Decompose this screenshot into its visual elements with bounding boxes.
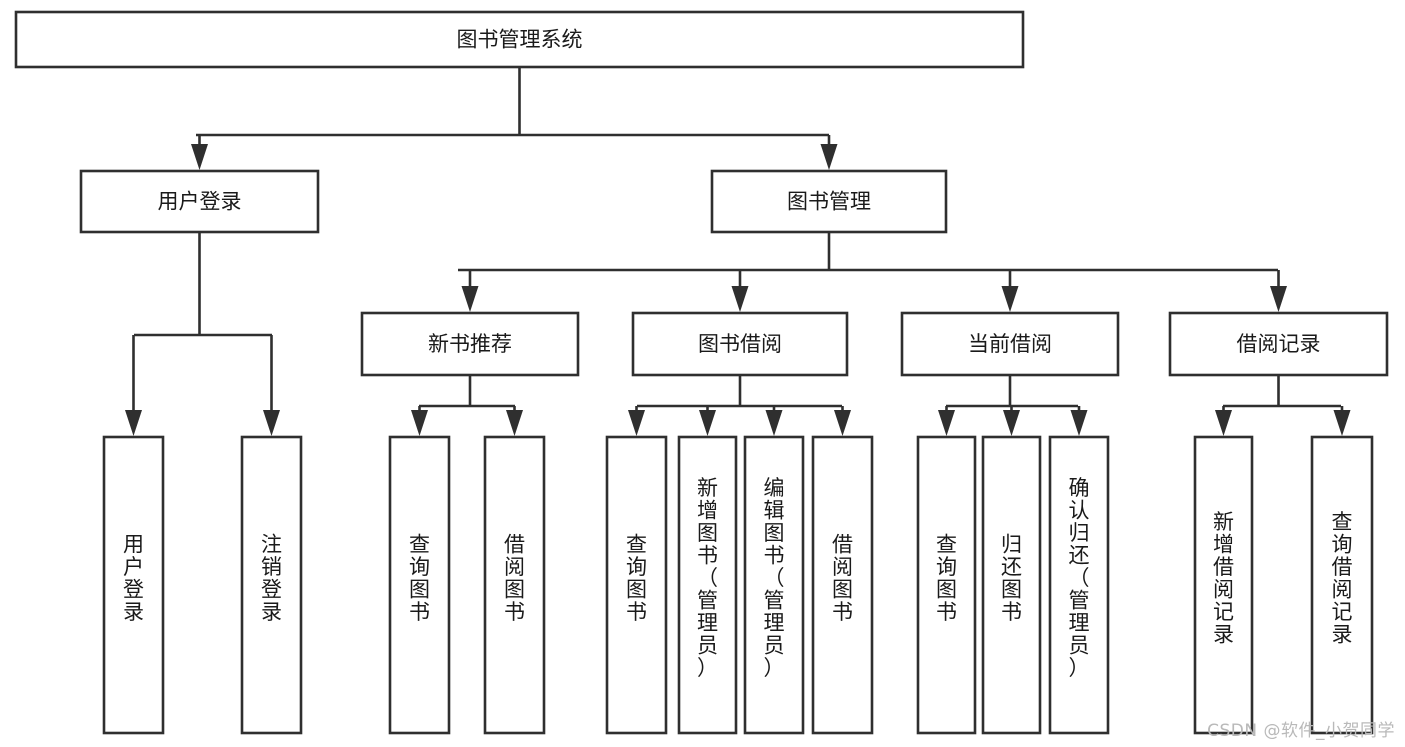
node-box-user-login[interactable] (79, 169, 320, 234)
node-box-leaf-borrow-book-1[interactable] (483, 435, 546, 735)
node-label-root: 图书管理系统 (457, 28, 583, 52)
node-leaf-add-record[interactable]: 新增借阅记录 (1193, 435, 1254, 735)
node-leaf-add-book[interactable]: 新增图书（管理员） (677, 435, 738, 735)
node-box-root[interactable] (14, 10, 1025, 69)
arrow-head-leaf-edit-book (765, 410, 783, 436)
node-box-current-borrow[interactable] (900, 311, 1120, 377)
node-label-leaf-add-book: 新增图书（管理员） (697, 476, 718, 680)
node-new-book-rec[interactable]: 新书推荐 (360, 311, 580, 377)
arrow-head-leaf-return-book (1003, 410, 1020, 436)
node-label-current-borrow: 当前借阅 (968, 332, 1052, 356)
arrow-head-leaf-logout (263, 410, 280, 436)
node-box-leaf-user-login[interactable] (102, 435, 165, 735)
node-label-user-login: 用户登录 (158, 190, 242, 214)
node-label-leaf-user-login: 用户登录 (123, 532, 144, 624)
node-label-leaf-borrow-book-1: 借阅图书 (504, 532, 525, 624)
arrow-head-borrow-record (1270, 286, 1287, 312)
node-box-leaf-add-record[interactable] (1193, 435, 1254, 735)
node-leaf-logout[interactable]: 注销登录 (240, 435, 303, 735)
node-book-mgmt[interactable]: 图书管理 (710, 169, 948, 234)
arrow-head-leaf-query-record (1333, 410, 1351, 436)
node-box-new-book-rec[interactable] (360, 311, 580, 377)
node-box-leaf-query-record[interactable] (1310, 435, 1374, 735)
node-leaf-edit-book[interactable]: 编辑图书（管理员） (743, 435, 805, 735)
node-leaf-return-book[interactable]: 归还图书 (981, 435, 1042, 735)
node-box-book-mgmt[interactable] (710, 169, 948, 234)
node-box-leaf-query-book-1[interactable] (388, 435, 451, 735)
arrow-head-book-mgmt (820, 144, 838, 170)
node-leaf-query-book-3[interactable]: 查询图书 (916, 435, 977, 735)
node-label-leaf-confirm-return: 确认归还（管理员） (1069, 476, 1090, 680)
node-label-leaf-query-book-2: 查询图书 (626, 532, 647, 624)
node-label-leaf-add-record: 新增借阅记录 (1213, 510, 1234, 647)
node-box-borrow-record[interactable] (1168, 311, 1389, 377)
node-leaf-query-book-1[interactable]: 查询图书 (388, 435, 451, 735)
arrow-head-leaf-query-book-2 (628, 410, 645, 436)
arrow-head-user-login (191, 144, 208, 170)
node-label-leaf-borrow-book-2: 借阅图书 (832, 532, 853, 624)
node-box-leaf-logout[interactable] (240, 435, 303, 735)
node-box-leaf-query-book-2[interactable] (605, 435, 668, 735)
node-box-leaf-query-book-3[interactable] (916, 435, 977, 735)
connector-layer (125, 67, 1351, 436)
node-leaf-query-book-2[interactable]: 查询图书 (605, 435, 668, 735)
arrow-head-leaf-borrow-book-1 (506, 410, 523, 436)
arrow-head-leaf-query-book-3 (938, 410, 955, 436)
node-layer: 图书管理系统用户登录图书管理新书推荐图书借阅当前借阅借阅记录用户登录注销登录查询… (14, 10, 1389, 735)
node-leaf-borrow-book-1[interactable]: 借阅图书 (483, 435, 546, 735)
arrow-head-current-borrow (1001, 286, 1019, 312)
node-root[interactable]: 图书管理系统 (14, 10, 1025, 69)
node-label-leaf-query-book-3: 查询图书 (936, 532, 957, 624)
node-leaf-query-record[interactable]: 查询借阅记录 (1310, 435, 1374, 735)
arrow-head-leaf-borrow-book-2 (834, 410, 851, 436)
node-label-leaf-logout: 注销登录 (261, 532, 282, 624)
arrow-head-book-borrow (731, 286, 749, 312)
node-label-borrow-record: 借阅记录 (1237, 332, 1321, 356)
node-label-leaf-query-book-1: 查询图书 (409, 532, 430, 624)
node-borrow-record[interactable]: 借阅记录 (1168, 311, 1389, 377)
node-label-leaf-edit-book: 编辑图书（管理员） (764, 476, 785, 680)
node-leaf-user-login[interactable]: 用户登录 (102, 435, 165, 735)
arrow-head-new-book-rec (461, 286, 479, 312)
arrow-head-leaf-query-book-1 (411, 410, 428, 436)
node-label-book-mgmt: 图书管理 (787, 190, 871, 214)
node-box-leaf-confirm-return[interactable] (1048, 435, 1110, 735)
node-label-book-borrow: 图书借阅 (698, 332, 782, 356)
node-label-new-book-rec: 新书推荐 (428, 332, 512, 356)
arrow-head-leaf-user-login (125, 410, 142, 436)
node-book-borrow[interactable]: 图书借阅 (631, 311, 849, 377)
node-label-leaf-return-book: 归还图书 (1001, 532, 1022, 624)
arrow-head-leaf-confirm-return (1070, 410, 1088, 436)
node-box-leaf-return-book[interactable] (981, 435, 1042, 735)
node-box-book-borrow[interactable] (631, 311, 849, 377)
node-current-borrow[interactable]: 当前借阅 (900, 311, 1120, 377)
arrow-head-leaf-add-record (1215, 410, 1232, 436)
node-leaf-borrow-book-2[interactable]: 借阅图书 (811, 435, 874, 735)
node-box-leaf-edit-book[interactable] (743, 435, 805, 735)
node-leaf-confirm-return[interactable]: 确认归还（管理员） (1048, 435, 1110, 735)
node-label-leaf-query-record: 查询借阅记录 (1332, 510, 1353, 647)
node-box-leaf-add-book[interactable] (677, 435, 738, 735)
node-box-leaf-borrow-book-2[interactable] (811, 435, 874, 735)
node-user-login[interactable]: 用户登录 (79, 169, 320, 234)
arrow-head-leaf-add-book (699, 410, 716, 436)
csdn-watermark: CSDN @软件_小贺同学 (1207, 721, 1395, 741)
